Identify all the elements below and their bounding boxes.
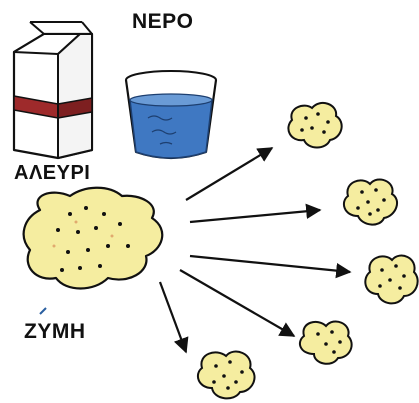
arrow-4 — [180, 270, 294, 336]
arrows — [160, 148, 350, 352]
dough-piece-icon — [365, 256, 417, 304]
flour-bag-icon — [14, 22, 92, 158]
water-label: ΝΕΡΟ — [132, 10, 194, 34]
arrow-2 — [190, 210, 320, 222]
dough-icon — [24, 188, 163, 289]
arrow-5 — [160, 282, 186, 352]
arrow-3 — [190, 256, 350, 272]
dough-piece-icon — [288, 103, 341, 148]
dough-piece-icon — [300, 321, 352, 363]
accent-mark — [40, 308, 46, 314]
yeast-label: ΖΥΜΗ — [24, 320, 86, 344]
arrow-1 — [186, 148, 272, 200]
flour-label: ΑΛΕΥΡΙ — [14, 162, 90, 185]
water-glass-icon — [126, 71, 216, 158]
dough-piece-icon — [344, 179, 397, 224]
dough-piece-icon — [198, 352, 255, 399]
